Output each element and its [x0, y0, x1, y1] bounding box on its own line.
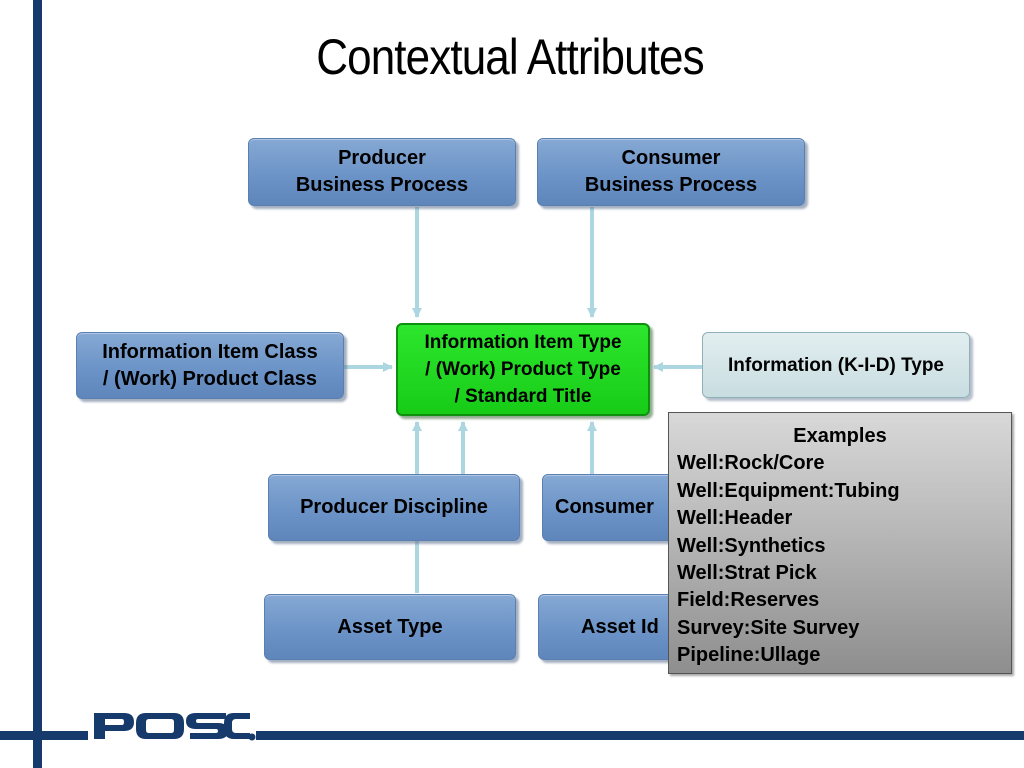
example-item: Well:Rock/Core	[677, 452, 825, 475]
left-accent-bar	[33, 0, 42, 768]
consumer-business-process-box: Consumer Business Process	[537, 138, 805, 206]
example-item: Well:Strat Pick	[677, 562, 817, 585]
footer-bar-left	[0, 731, 88, 740]
information-kid-type-box: Information (K-I-D) Type	[702, 332, 970, 398]
footer-bar-right	[256, 731, 1024, 740]
posc-logo	[94, 713, 256, 741]
examples-heading: Examples	[793, 425, 887, 447]
producer-business-process-box: Producer Business Process	[248, 138, 516, 206]
information-item-type-box: Information Item Type / (Work) Product T…	[396, 323, 650, 416]
example-item: Field:Reserves	[677, 589, 820, 612]
examples-panel: Examples Well:Rock/Core Well:Equipment:T…	[668, 412, 1012, 674]
example-item: Well:Equipment:Tubing	[677, 479, 900, 502]
example-item: Survey:Site Survey	[677, 616, 860, 639]
producer-discipline-box: Producer Discipline	[268, 474, 520, 541]
asset-type-box: Asset Type	[264, 594, 516, 660]
slide-title: Contextual Attributes	[316, 29, 704, 85]
example-item: Pipeline:Ullage	[677, 644, 821, 667]
information-item-class-box: Information Item Class / (Work) Product …	[76, 332, 344, 399]
example-item: Well:Header	[677, 507, 793, 530]
example-item: Well:Synthetics	[677, 534, 826, 557]
